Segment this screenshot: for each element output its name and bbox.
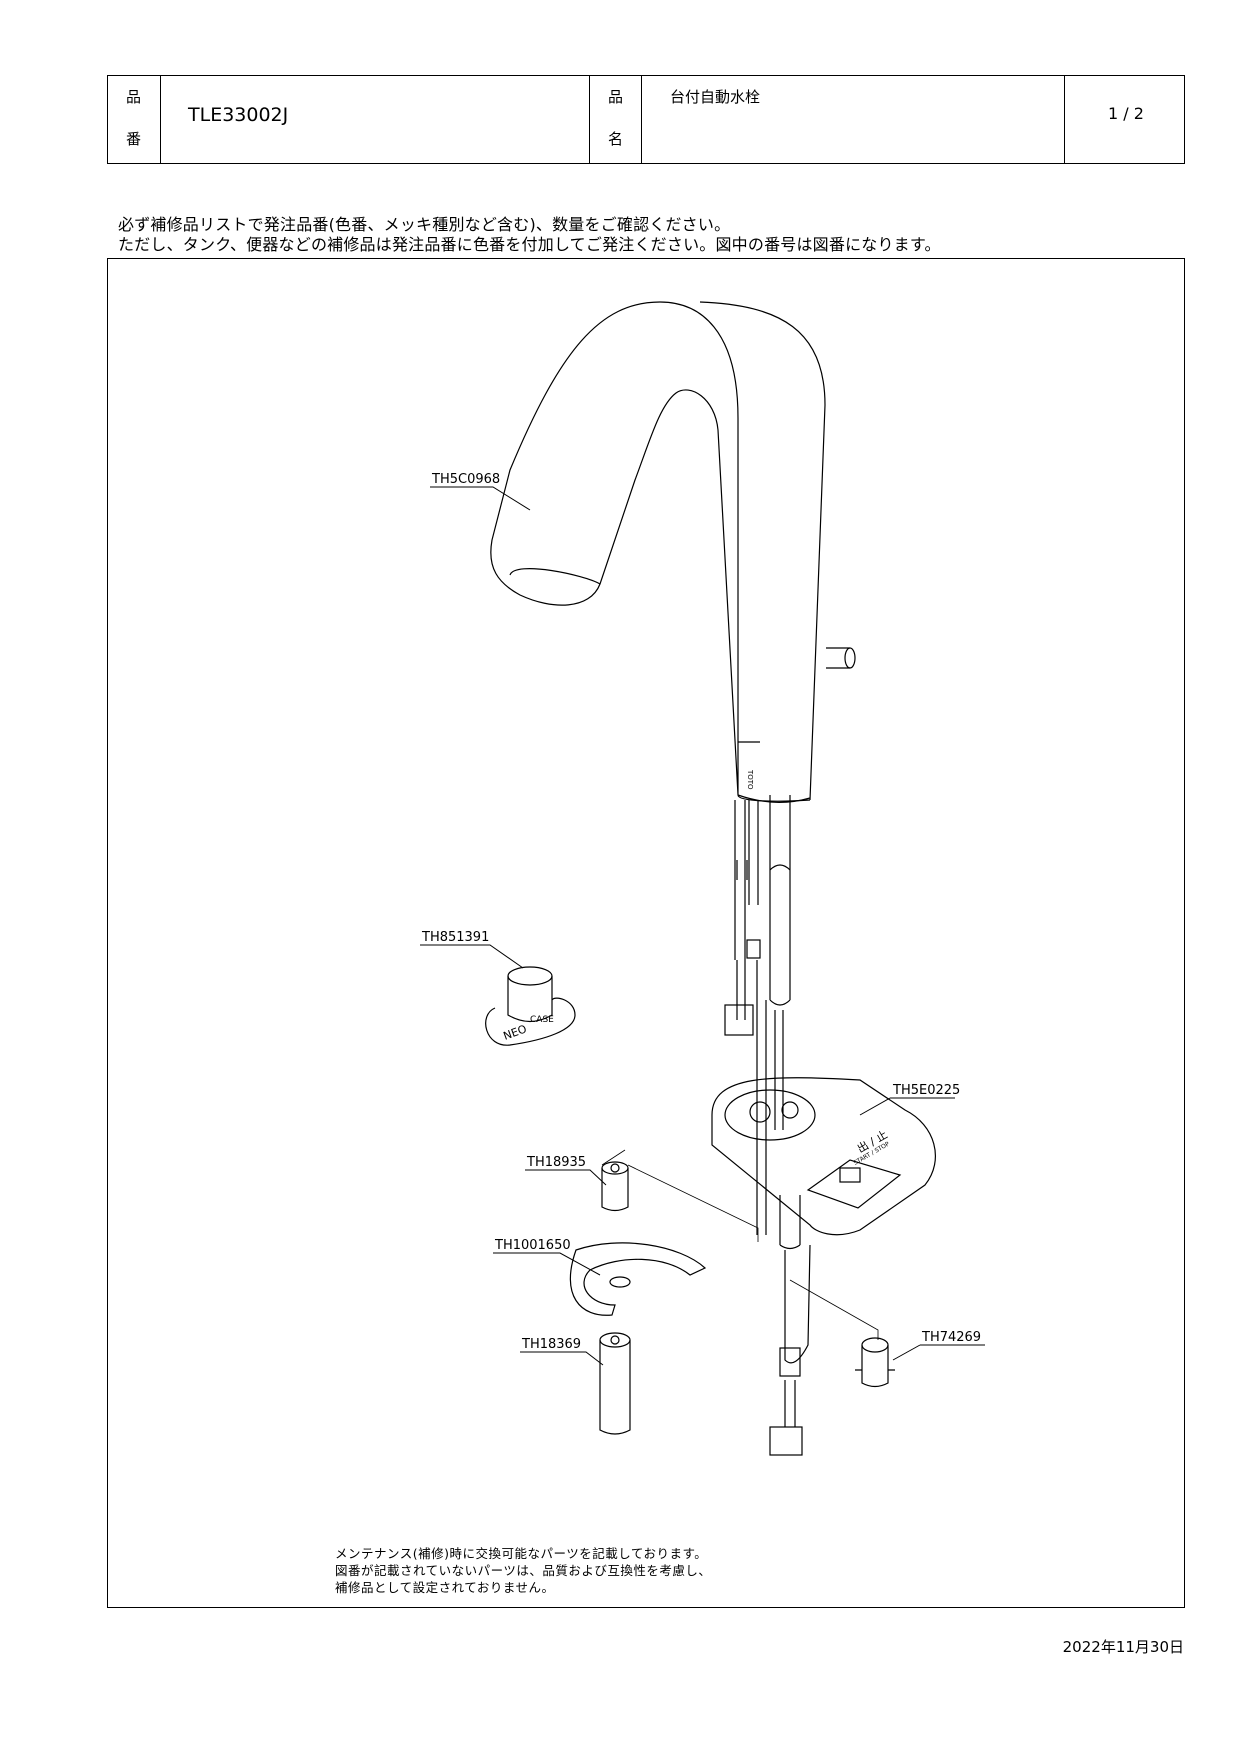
tool-text-case: CASE (530, 1015, 554, 1025)
nut (601, 1161, 629, 1212)
issue-date: 2022年11月30日 (1062, 1638, 1184, 1656)
footnote-line-3: 補修品として設定されておりません。 (335, 1580, 555, 1595)
part-label-plate: TH1001650 (494, 1238, 571, 1253)
code-label: 品 (126, 88, 142, 106)
leader-lines (420, 486, 985, 1366)
notice-line-2: ただし、タンク、便器などの補修品は発注品番に色番を付加してご発注ください。図中の… (118, 235, 941, 254)
part-label-clip: TH74269 (921, 1330, 981, 1345)
brand-mark: TOTO (746, 769, 754, 790)
page-number: 1 / 2 (1108, 104, 1144, 123)
wrench-tool: CASE NEO (485, 966, 576, 1046)
product-code: TLE33002J (188, 104, 289, 126)
supply-hoses (724, 795, 791, 1235)
footnote-line-2: 図番が記載されていないパーツは、品質および互換性を考慮し、 (335, 1563, 712, 1578)
divider (160, 76, 161, 163)
title-block: 品 番 TLE33002J 品 名 台付自動水栓 1 / 2 (107, 75, 1185, 164)
faucet-spout: TOTO (490, 301, 856, 803)
divider (1064, 76, 1065, 163)
part-label-nut: TH18935 (526, 1155, 586, 1170)
sensor-base: 出 / 止 START / STOP (711, 1077, 936, 1456)
part-label-pipe: TH18369 (521, 1337, 581, 1352)
drawing-frame (107, 258, 1185, 1608)
mounting-plate (569, 1242, 707, 1316)
part-label-spout: TH5C0968 (431, 472, 500, 487)
code-label: 番 (126, 130, 142, 148)
name-label: 名 (608, 130, 624, 148)
product-name: 台付自動水栓 (670, 88, 761, 106)
name-label: 品 (608, 88, 624, 106)
tool-text-neo: NEO (502, 1022, 529, 1042)
footnote-line-1: メンテナンス(補修)時に交換可能なパーツを記載しております。 (335, 1546, 708, 1561)
part-label-tool: TH851391 (421, 930, 489, 945)
assembly-lines (601, 1149, 879, 1340)
hose-clip (855, 1337, 895, 1388)
notice-line-1: 必ず補修品リストで発注品番(色番、メッキ種別など含む)、数量をご確認ください。 (118, 215, 731, 234)
hex-pipe (599, 1332, 631, 1435)
divider (589, 76, 590, 163)
divider (641, 76, 642, 163)
part-label-base: TH5E0225 (892, 1083, 960, 1098)
